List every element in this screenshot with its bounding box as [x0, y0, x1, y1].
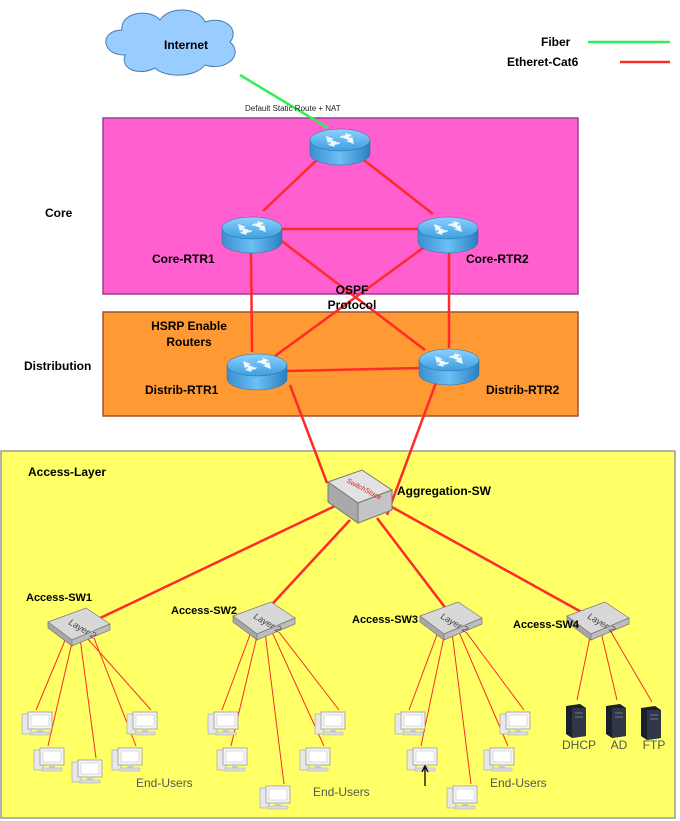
access-layer-label: Access-Layer [28, 465, 106, 479]
link-aggregation-access-sw1 [95, 504, 336, 622]
access-switch-label: Access-SW3 [352, 614, 418, 626]
hsrp-label-line1: HSRP Enable [151, 319, 227, 333]
link-access-pc [221, 631, 252, 711]
core-rtr2-icon[interactable] [417, 216, 479, 254]
link-aggregation-access-sw4 [389, 504, 586, 616]
end-users-label: End-Users [313, 785, 370, 799]
distrib-rtr1-icon[interactable] [226, 353, 288, 391]
distrib-rtr2-icon[interactable] [418, 348, 480, 386]
internet-label: Internet [164, 38, 208, 52]
end-users-label: End-Users [136, 776, 193, 790]
server-icon[interactable] [566, 704, 586, 738]
core-rtr2-label: Core-RTR2 [466, 252, 529, 266]
internet-cloud [105, 9, 236, 76]
end-users-label: End-Users [490, 776, 547, 790]
server-label: DHCP [562, 738, 596, 752]
link-edge-core2 [359, 156, 434, 215]
link-access-server [576, 631, 592, 701]
core-rtr1-icon[interactable] [221, 216, 283, 254]
distribution-layer-label: Distribution [24, 359, 91, 373]
server-label: FTP [643, 738, 666, 752]
server-label: AD [611, 738, 628, 752]
link-access-server [610, 631, 653, 703]
link-dist1-aggregation [288, 384, 329, 484]
aggregation-switch-icon[interactable]: SwitchStack [326, 469, 394, 524]
link-access-pc [264, 631, 285, 785]
link-dist1-dist2 [286, 366, 421, 373]
server-icon[interactable] [641, 706, 661, 740]
link-core1-dist2 [274, 235, 426, 351]
distribution-layer-box [102, 311, 579, 417]
legend-cat6-label: Etheret-Cat6 [507, 55, 579, 69]
link-access-server [600, 631, 618, 701]
aggregation-switch-label: Aggregation-SW [397, 484, 492, 498]
ospf-label-line1: OSPF [336, 283, 369, 297]
link-edge-core1 [262, 156, 321, 212]
arrow-icon [421, 764, 429, 786]
link-access-pc [408, 631, 439, 711]
links [239, 73, 451, 516]
access-switch-label: Access-SW1 [26, 592, 92, 604]
link-core1-dist1 [249, 249, 254, 353]
server-icon[interactable] [606, 704, 626, 738]
distrib-rtr1-label: Distrib-RTR1 [145, 383, 219, 397]
core-layer-label: Core [45, 206, 73, 220]
link-aggregation-access-sw2 [262, 519, 351, 615]
link-access-pc [278, 631, 340, 711]
link-dist2-aggregation [385, 379, 439, 516]
hsrp-label-line2: Routers [166, 335, 212, 349]
legend-fiber-label: Fiber [541, 35, 571, 49]
edge-router-icon[interactable] [309, 128, 371, 166]
link-access-pc [465, 631, 525, 711]
access-switch-label: Access-SW2 [171, 605, 237, 617]
link-access-pc [86, 637, 152, 711]
link-access-pc [451, 631, 472, 785]
core-rtr1-label: Core-RTR1 [152, 252, 215, 266]
ospf-label-line2: Protocol [328, 298, 377, 312]
link-aggregation-access-sw3 [376, 517, 451, 615]
access-switch-label: Access-SW4 [513, 619, 580, 631]
link-access-pc [35, 637, 67, 711]
wan-link-label: Default Static Route + NAT [245, 104, 341, 113]
distrib-rtr2-label: Distrib-RTR2 [486, 383, 560, 397]
link-core2-dist1 [274, 246, 424, 358]
link-access-pc [79, 637, 97, 759]
fiber-link-internet-edge [239, 73, 329, 130]
